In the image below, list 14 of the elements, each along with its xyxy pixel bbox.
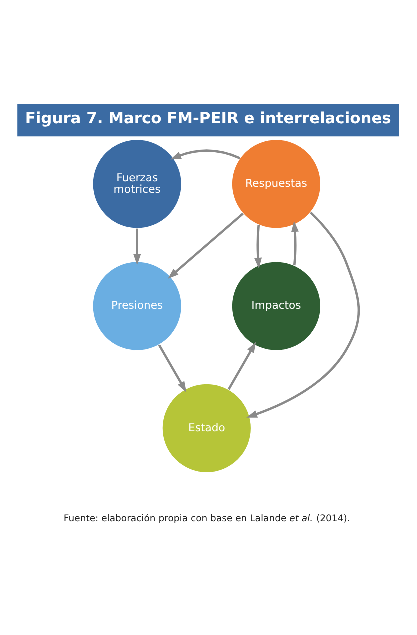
arrow xyxy=(158,344,187,393)
node-circle: Presiones xyxy=(92,261,182,352)
node-circle: Impactos xyxy=(232,261,322,352)
arrow xyxy=(291,221,299,266)
arrow xyxy=(170,150,241,160)
node-circle: Estado xyxy=(162,384,252,474)
arrow xyxy=(228,342,256,390)
arrow xyxy=(134,228,142,266)
node-circle: Respuestas xyxy=(232,139,322,229)
diagram-title: Figura 7. Marco FM-PEIR e interrelaciones xyxy=(25,110,392,128)
caption: Fuente: elaboración propia con base en Lalande et al. (2014). xyxy=(64,514,350,525)
arrow xyxy=(246,212,360,418)
arrow xyxy=(254,225,262,269)
arrow xyxy=(168,212,244,279)
